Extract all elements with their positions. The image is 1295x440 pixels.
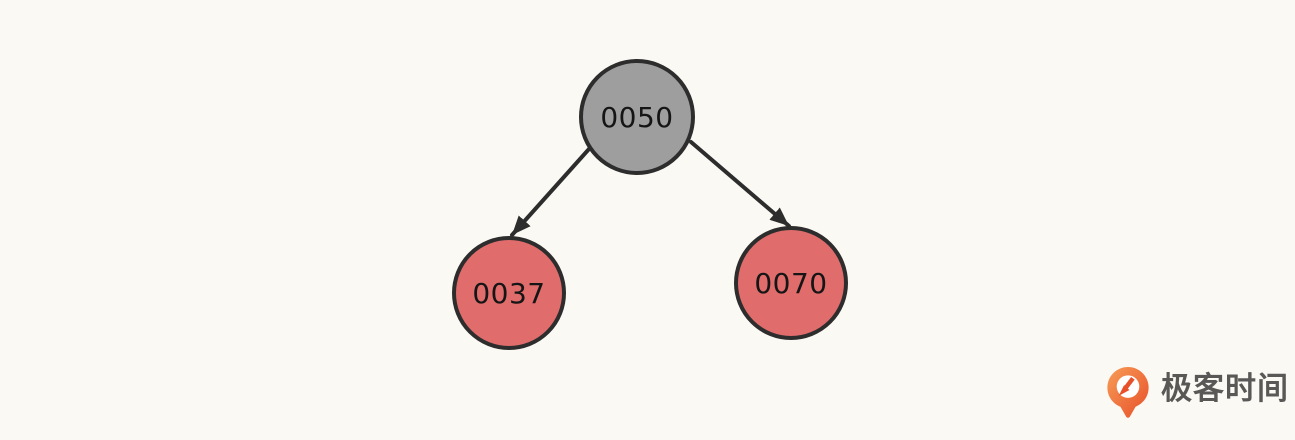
tree-node-left-child-label: 0037 — [472, 276, 546, 310]
geektime-pin-icon — [1107, 366, 1149, 418]
tree-node-right-child: 0070 — [734, 226, 848, 340]
edge-root-to-left-child — [510, 147, 591, 237]
tree-node-root: 0050 — [579, 59, 695, 175]
geektime-logo-text: 极客时间 — [1161, 371, 1289, 407]
tree-node-root-label: 0050 — [600, 100, 674, 134]
edge-root-to-right-child — [689, 140, 791, 228]
tree-node-left-child: 0037 — [452, 236, 566, 350]
geektime-logo: 极客时间 — [1106, 366, 1289, 419]
tree-node-right-child-label: 0070 — [754, 266, 828, 300]
